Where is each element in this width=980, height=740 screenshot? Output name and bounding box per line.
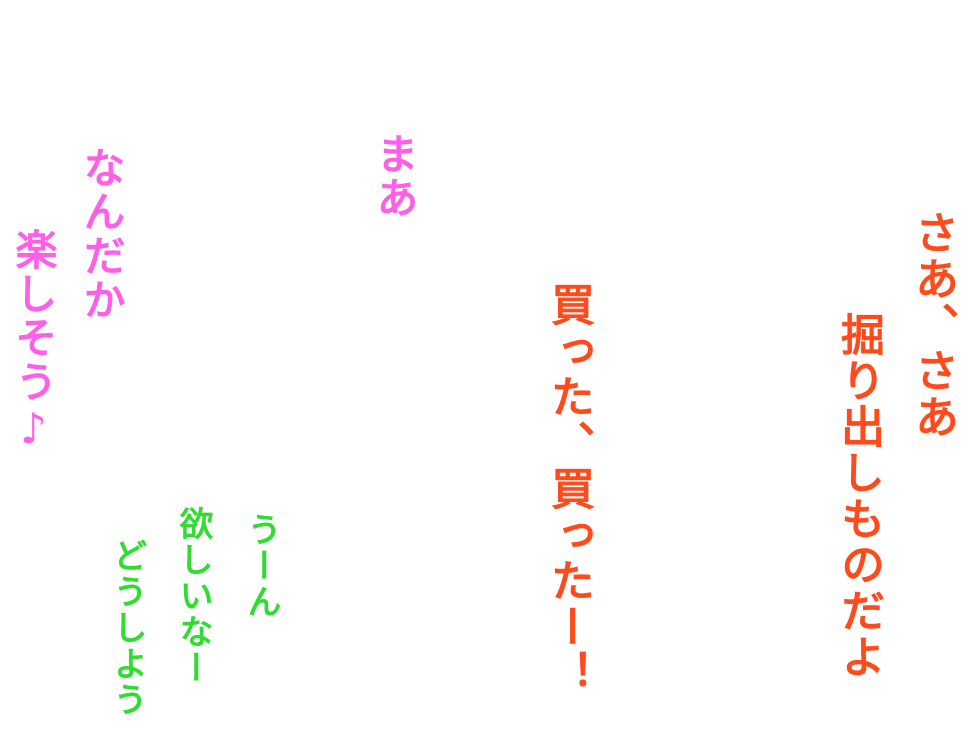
phrase-katta-katta: 買った、買ったー！	[543, 282, 594, 696]
phrase-horidashimono: 掘り出しものだよ	[833, 312, 884, 680]
phrase-tanoshisou: 楽しそう♪	[9, 228, 58, 455]
phrase-doushiyou: どうしよう	[107, 538, 147, 718]
phrase-nandaka: なんだか	[77, 146, 126, 322]
phrase-saa-saa: さあ、さあ	[907, 210, 958, 440]
phrase-hoshiina: 欲しいなー	[173, 506, 213, 686]
phrase-uun: うーん	[241, 512, 281, 620]
phrase-maa: まあ	[370, 132, 419, 220]
